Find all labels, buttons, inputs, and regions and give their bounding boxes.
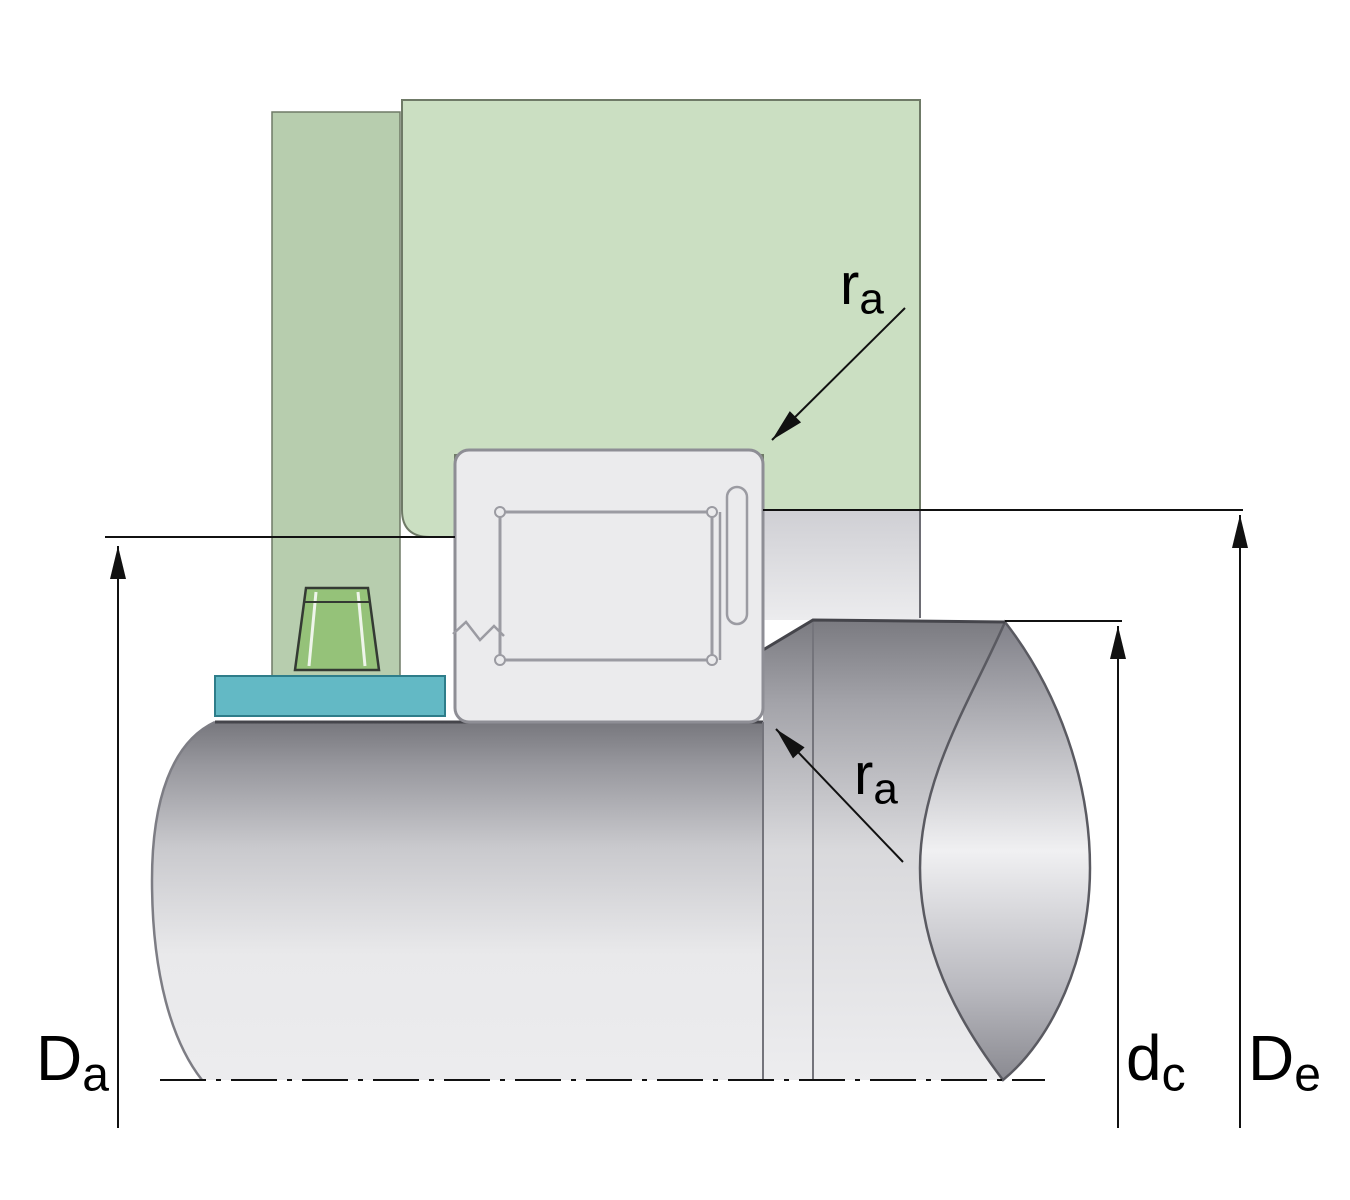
label-ra-bottom: ra xyxy=(854,746,898,812)
label-De-main: D xyxy=(1248,1022,1295,1094)
clamp-highlight-right xyxy=(356,591,367,667)
label-Da: Da xyxy=(36,1026,109,1100)
housing-strip xyxy=(271,111,401,677)
lube-groove xyxy=(725,485,749,626)
label-ra-top-sub: a xyxy=(859,274,884,324)
seal-ring xyxy=(214,675,446,717)
bearing-outer-ring xyxy=(453,448,765,724)
abutment-ring xyxy=(763,510,920,620)
label-De: De xyxy=(1248,1026,1321,1100)
shaft-left-edge xyxy=(150,720,216,1081)
cage-pin-bottom-right xyxy=(706,654,718,666)
clamp-highlight-left xyxy=(307,591,318,667)
label-dc: dc xyxy=(1126,1026,1186,1100)
label-ra-bottom-sub: a xyxy=(873,764,898,814)
label-Da-sub: a xyxy=(82,1048,109,1102)
label-ra-top-main: r xyxy=(840,252,860,317)
shaft-body xyxy=(152,722,763,1080)
label-ra-top: ra xyxy=(840,256,884,322)
label-De-sub: e xyxy=(1294,1048,1321,1102)
cage-pin-bottom-left xyxy=(494,654,506,666)
shaft-end-face xyxy=(918,619,1092,1082)
label-ra-bottom-main: r xyxy=(854,742,874,807)
leader-ra-bottom xyxy=(775,728,904,863)
leader-ra-top xyxy=(771,307,906,441)
clamp-element xyxy=(293,586,381,672)
label-Da-main: D xyxy=(36,1022,83,1094)
break-line xyxy=(452,620,505,642)
label-dc-sub: c xyxy=(1161,1048,1186,1102)
label-dc-main: d xyxy=(1126,1022,1162,1094)
shoulder-top-edge xyxy=(762,618,1006,652)
cage-pin-top-right xyxy=(706,506,718,518)
bearing-roller xyxy=(498,510,714,662)
cage-pin-top-left xyxy=(494,506,506,518)
